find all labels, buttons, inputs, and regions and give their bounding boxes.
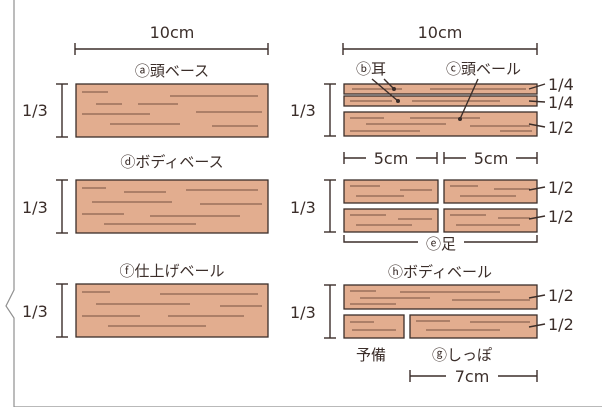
- head-height-label: 1/3: [290, 101, 316, 120]
- board-f-height-bracket: [56, 283, 68, 338]
- tail-width-dimension: 7cm: [409, 366, 538, 386]
- legs-fraction-2: 1/2: [548, 207, 574, 226]
- tail-label: ⓖしっぽ: [432, 346, 492, 364]
- head-fraction-leaders: [528, 83, 546, 128]
- body-veil-height-label: 1/3: [290, 303, 316, 322]
- ear-strip-1: [343, 83, 538, 95]
- body-veil-fraction-leaders: [528, 294, 546, 328]
- board-a-height-label: 1/3: [22, 101, 48, 120]
- right-width-dimension: 10cm: [342, 23, 538, 55]
- leg-width-label-2: 5cm: [474, 149, 509, 168]
- head-leader-lines: [371, 78, 479, 120]
- legs-group-label: ⓔ足: [426, 235, 456, 253]
- leg-piece-4: [443, 208, 538, 233]
- board-a: [75, 83, 269, 138]
- legs-height-label: 1/3: [290, 198, 316, 217]
- ear-strip-2: [343, 95, 538, 107]
- board-d-height-label: 1/3: [22, 198, 48, 217]
- legs-fraction-1: 1/2: [548, 178, 574, 197]
- board-a-height-bracket: [56, 83, 68, 138]
- body-veil-title: ⓗボディベール: [388, 263, 492, 281]
- spare-piece: [343, 314, 405, 339]
- legs-height-bracket: [324, 179, 336, 233]
- page-frame: [5, 0, 602, 407]
- ear-label: ⓑ耳: [356, 60, 386, 78]
- leg-piece-2: [443, 179, 538, 204]
- body-veil-strip: [343, 284, 538, 310]
- board-d-label: ⓓボディベース: [120, 153, 223, 171]
- head-fraction-3: 1/2: [548, 118, 574, 137]
- board-f-height-label: 1/3: [22, 302, 48, 321]
- board-f-label: ⓕ仕上げベール: [119, 262, 224, 280]
- legs-fraction-leaders: [528, 186, 546, 220]
- head-veil-strip: [343, 111, 538, 137]
- body-veil-fraction-1: 1/2: [548, 286, 574, 305]
- leg-width-label-1: 5cm: [374, 149, 409, 168]
- legs-width-dimensions: 5cm 5cm: [343, 148, 538, 168]
- legs-group-bracket: ⓔ足: [343, 233, 538, 253]
- leg-piece-3: [343, 208, 439, 233]
- board-d: [75, 179, 269, 234]
- body-veil-fraction-2: 1/2: [548, 315, 574, 334]
- body-veil-height-bracket: [324, 284, 336, 339]
- board-f: [75, 283, 269, 338]
- head-height-bracket: [324, 83, 336, 137]
- leg-piece-1: [343, 179, 439, 204]
- spare-label: 予備: [356, 346, 386, 364]
- left-width-dimension: 10cm: [74, 23, 269, 55]
- right-width-label: 10cm: [418, 23, 463, 42]
- head-fraction-1: 1/4: [548, 75, 574, 94]
- head-veil-label: ⓒ頭ベール: [446, 60, 521, 78]
- board-a-label: ⓐ頭ベース: [135, 62, 209, 80]
- tail-piece: [409, 314, 538, 339]
- head-fraction-2: 1/4: [548, 93, 574, 112]
- board-d-height-bracket: [56, 179, 68, 234]
- tail-width-label: 7cm: [455, 367, 490, 386]
- left-width-label: 10cm: [150, 23, 195, 42]
